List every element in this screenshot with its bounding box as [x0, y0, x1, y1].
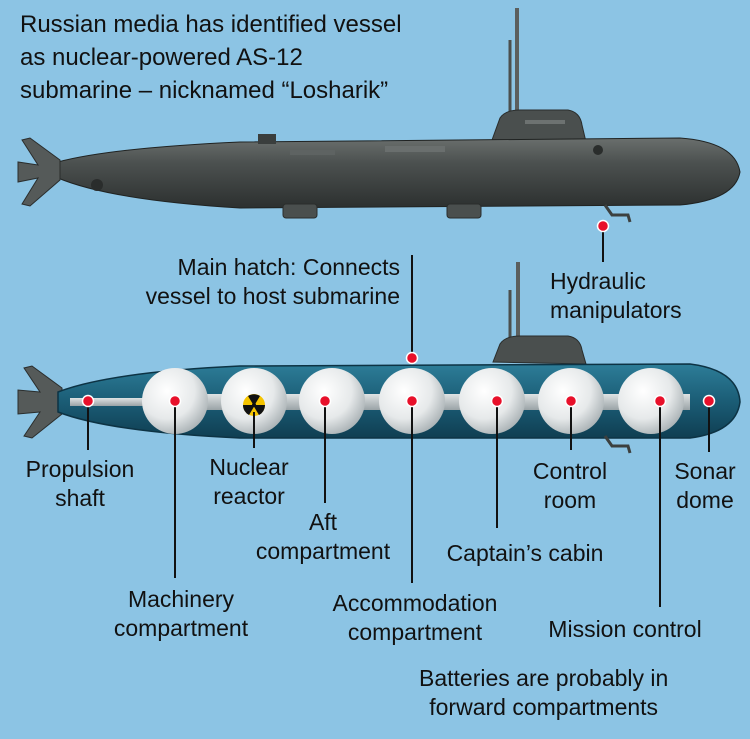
markers: [81, 219, 716, 408]
label-main-hatch: Main hatch: Connects vessel to host subm…: [145, 254, 400, 309]
label-aft-compartment: Aft compartment: [255, 509, 391, 564]
leader-lines: [87, 226, 710, 607]
label-accommodation-compartment: Accommodation compartment: [332, 590, 498, 645]
sphere-aft: [299, 368, 365, 434]
marker-mission: [653, 394, 667, 408]
label-machinery-compartment: Machinery compartment: [113, 586, 249, 641]
footnote: Batteries are probably in forward compar…: [419, 665, 669, 720]
tail-fins-top: [17, 137, 61, 207]
marker-accommodation: [405, 394, 419, 408]
label-mission-control: Mission control: [548, 616, 702, 642]
manipulator-arm-top: [603, 204, 632, 223]
marker-sonar: [702, 394, 716, 408]
marker-aft: [318, 394, 332, 408]
propulsion-shaft-bar: [70, 398, 150, 406]
label-hydraulic-manipulators: Hydraulic manipulators: [550, 268, 682, 323]
hull-top: [57, 137, 741, 209]
label-control-room: Control room: [532, 458, 608, 513]
headline-line-1: Russian media has identified vessel: [20, 11, 402, 38]
manipulator-arm-cutaway: [603, 435, 632, 454]
conning-tower-cutaway: [492, 335, 587, 365]
tail-fins-cutaway: [17, 365, 63, 439]
label-captains-cabin: Captain’s cabin: [446, 540, 604, 566]
headline: Russian media has identified vessel as n…: [20, 8, 402, 107]
submarine-exterior: [17, 8, 741, 223]
marker-captain: [490, 394, 504, 408]
headline-line-3: submarine – nicknamed “Losharik”: [20, 77, 389, 104]
label-propulsion-shaft: Propulsion shaft: [25, 456, 135, 511]
marker-hydraulic: [596, 219, 610, 233]
radiation-symbol-icon: [242, 394, 266, 416]
marker-control: [564, 394, 578, 408]
marker-main-hatch: [405, 351, 419, 365]
label-sonar-dome: Sonar dome: [674, 458, 736, 513]
headline-line-2: as nuclear-powered AS-12: [20, 44, 303, 71]
sphere-mission: [618, 368, 684, 434]
marker-machinery: [168, 394, 182, 408]
label-nuclear-reactor: Nuclear reactor: [209, 454, 289, 509]
conning-tower: [491, 109, 587, 143]
marker-propulsion: [81, 394, 95, 408]
